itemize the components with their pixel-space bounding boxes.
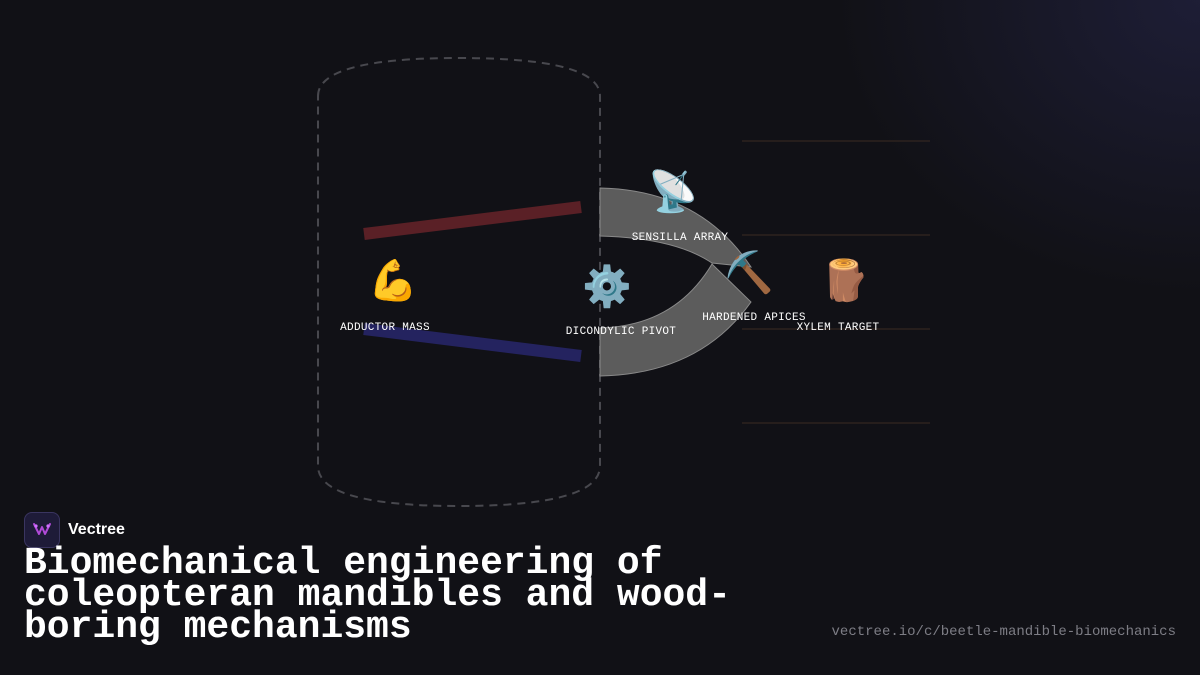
gear-icon: ⚙️ — [582, 263, 632, 310]
abductor-muscle-lower — [363, 323, 582, 362]
adductor-muscle-upper — [363, 201, 582, 240]
page-title: Biomechanical engineering of coleopteran… — [24, 542, 731, 649]
wood-log-icon: 🪵 — [820, 257, 870, 304]
pick-icon: ⛏️ — [724, 249, 774, 296]
mandible-shape — [599, 187, 753, 377]
brand-name: Vectree — [68, 521, 125, 538]
dicondylic-pivot-label: DICONDYLIC PIVOT — [566, 326, 677, 338]
xylem-target-label: XYLEM TARGET — [797, 322, 880, 334]
satellite-antenna-icon: 📡 — [648, 166, 698, 215]
hardened-apices-label: HARDENED APICES — [702, 312, 806, 324]
head-capsule-outline — [317, 56, 601, 508]
source-url[interactable]: vectree.io/c/beetle-mandible-biomechanic… — [831, 624, 1176, 640]
flexed-biceps-icon: 💪 — [368, 257, 418, 304]
brand: Vectree — [24, 512, 125, 548]
adductor-mass-label: ADDUCTOR MASS — [340, 322, 430, 334]
wood-grain-lines — [742, 140, 930, 424]
sensilla-array-label: SENSILLA ARRAY — [632, 232, 729, 244]
vectree-logo-icon — [24, 512, 60, 548]
